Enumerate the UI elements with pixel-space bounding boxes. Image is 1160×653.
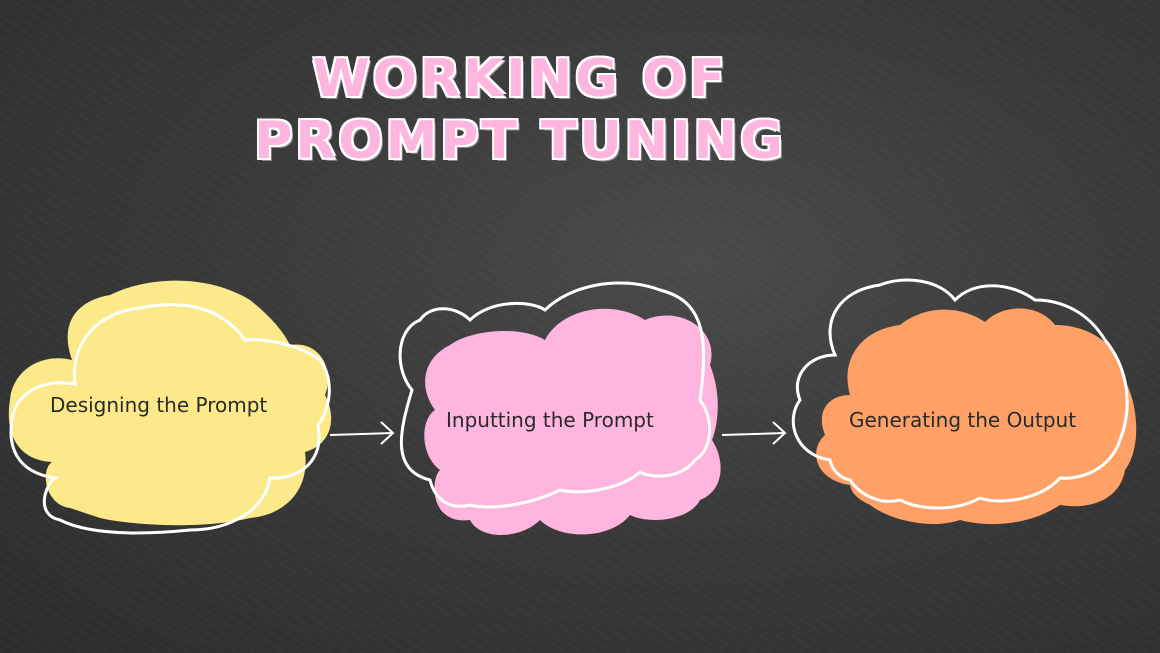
step-label-generating: Generating the Output <box>849 408 1077 432</box>
cloud-fill-yellow <box>8 280 332 526</box>
step-label-designing: Designing the Prompt <box>50 393 268 417</box>
cloud-outline <box>9 303 331 535</box>
step-generating-cloud <box>791 278 1137 525</box>
step-designing-cloud <box>8 280 332 535</box>
arrow-right-icon <box>721 421 787 445</box>
page-title: WORKING OF PROMPT TUNING <box>0 48 1040 172</box>
arrow-right-icon <box>329 421 395 445</box>
step-label-inputting: Inputting the Prompt <box>446 408 654 432</box>
cloud-fill-orange <box>816 308 1137 525</box>
title-line-1: WORKING OF <box>312 49 728 109</box>
cloud-outline <box>791 278 1129 510</box>
cloud-fill-pink <box>424 308 721 535</box>
title-line-2: PROMPT TUNING <box>254 111 786 171</box>
cloud-outline <box>398 281 712 509</box>
step-inputting-cloud <box>398 281 721 535</box>
